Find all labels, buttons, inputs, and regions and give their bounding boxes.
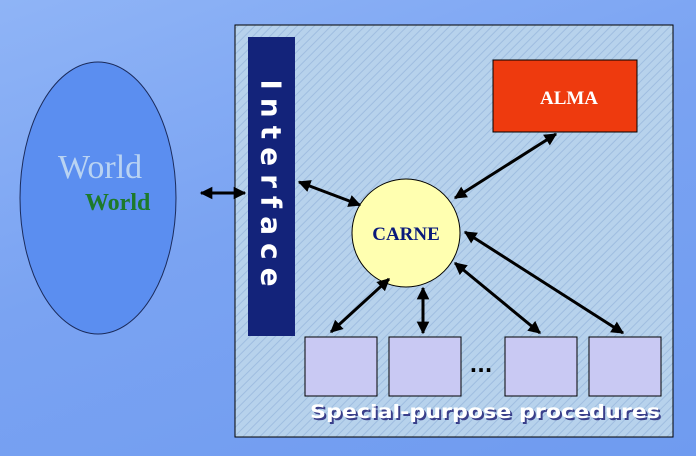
interface-label: Interface [255,79,288,294]
alma-label: ALMA [540,88,598,109]
world-ellipse [19,61,177,335]
procedures-label: Special-purpose procedures [310,401,660,423]
carne-circle [351,178,461,288]
procedure-box-4 [588,336,662,397]
procedure-box-2 [388,336,462,397]
procedures-label-shadow: Special-purpose procedures [312,403,662,425]
world-label-back: World [58,149,142,186]
carne-label: CARNE [372,224,440,245]
ellipsis: ... [470,353,493,377]
arrow-interface-carne [297,180,362,207]
procedure-box-1 [304,336,378,397]
world-label-front: World [85,190,151,216]
procedure-box-3 [504,336,578,397]
interface-bar [248,37,295,336]
alma-box [492,59,638,133]
arrow-carne-procedure-1 [329,277,391,334]
arrow-carne-procedure-4 [463,230,625,335]
arrow-carne-alma [453,132,558,200]
